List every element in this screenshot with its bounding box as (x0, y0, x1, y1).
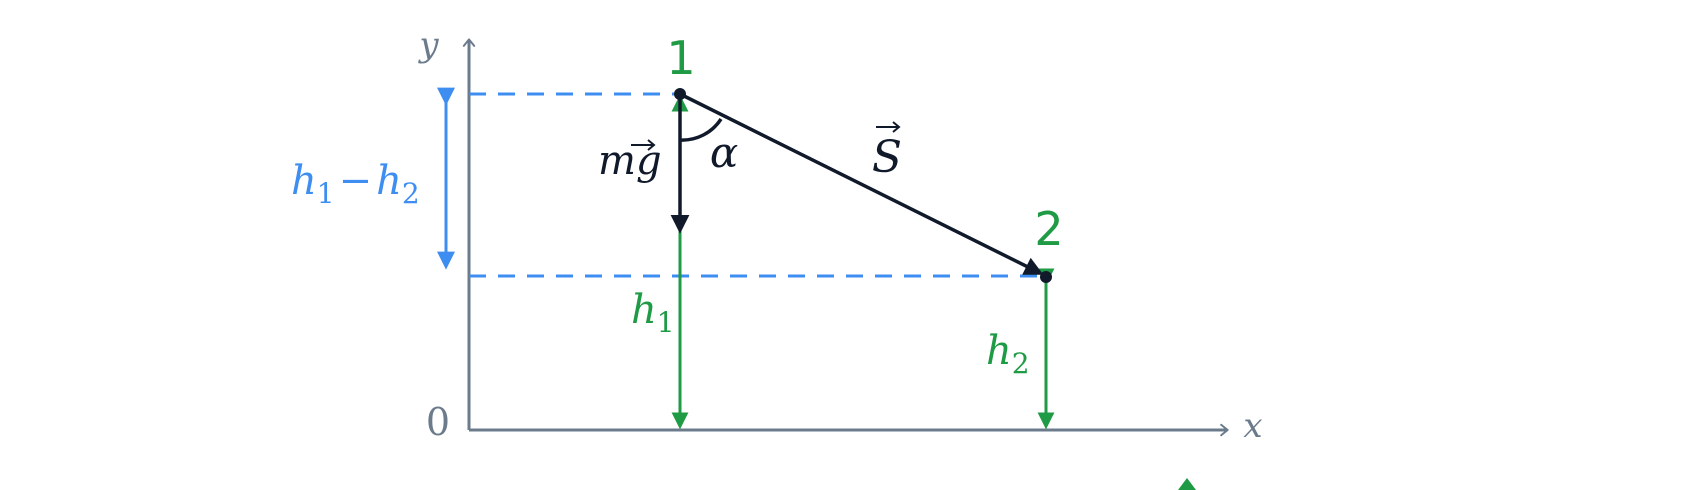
angle-alpha: α (679, 118, 738, 177)
angle-arc (679, 118, 723, 142)
reference-lines (469, 92, 1045, 278)
vector-arrow-icon (631, 139, 656, 151)
weight-vector: mg (598, 94, 690, 234)
axes: y x 0 (417, 25, 1262, 446)
height-difference-label: h1−h2 (291, 158, 420, 210)
height-2-arrow: h2 (986, 268, 1055, 430)
origin-label: 0 (426, 400, 450, 444)
displacement-vector: S (679, 92, 1044, 275)
height-difference-arrow: h1−h2 (291, 87, 455, 270)
point-2-label: 2 (1034, 202, 1063, 256)
height-1-label: h1 (631, 287, 675, 339)
point-2: 2 (1034, 202, 1064, 283)
vector-arrow-icon (876, 121, 901, 133)
y-axis-label: y (417, 25, 439, 65)
point-1-label: 1 (666, 31, 695, 85)
height-2-label: h2 (986, 328, 1030, 380)
x-axis-label: x (1243, 406, 1262, 446)
displacement-label: S (872, 132, 902, 183)
point-1: 1 (666, 31, 696, 100)
partial-arrowhead-icon (1178, 478, 1196, 490)
angle-label: α (710, 128, 738, 177)
